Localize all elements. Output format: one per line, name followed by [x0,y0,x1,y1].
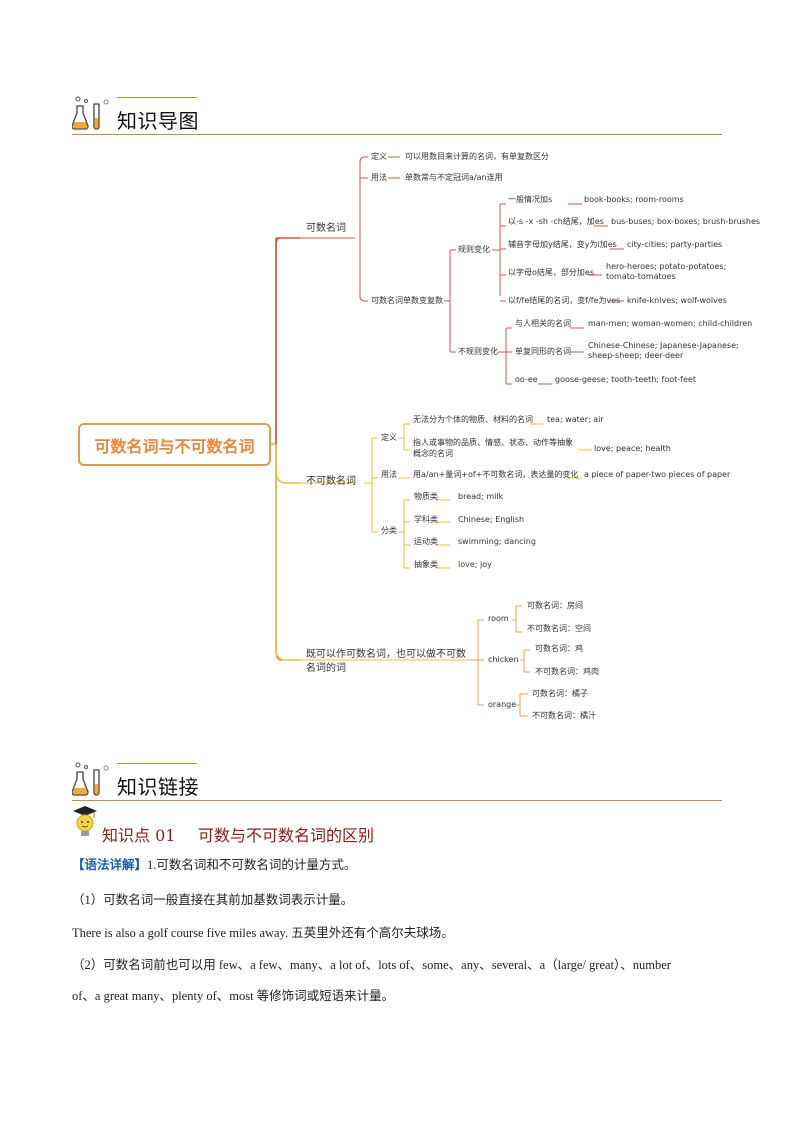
irregular-example: goose-geese; tooth-teeth; foot-feet [555,375,696,384]
countable-change-label: 可数名词单数变复数 [371,296,443,305]
knowledge-point-title: 可数与不可数名词的区别 [198,826,375,845]
uncountable-def-example: tea; water; air [547,415,604,424]
header-accent-line [117,97,197,98]
grammar-tag: 【语法详解】 [72,858,148,872]
uncountable-use-example: a piece of paper-two pieces of paper [584,470,731,479]
countable-use-label: 用法 [371,173,387,182]
class-type: 物质类 [414,492,438,501]
uncountable-use-label: 用法 [381,470,397,479]
paragraph: of、a great many、plenty of、most 等修饰词或短语来计… [72,989,395,1003]
both-word: room [488,614,509,623]
both-word: orange [488,700,517,709]
branch-countable: 可数名词 [306,223,346,234]
regular-example: book-books; room-rooms [584,195,684,204]
countable-def-text: 可以用数目来计算的名词，有单复数区分 [405,152,549,161]
regular-rule: 以字母o结尾，部分加es [508,268,594,277]
countable-use-text: 单数常与不定冠词a/an连用 [405,173,503,182]
section-divider [72,134,722,135]
paragraph: （1）可数名词一般直接在其前加基数词表示计量。 [72,893,354,907]
grammar-point-1: 1.可数名词和不可数名词的计量方式。 [147,858,357,872]
uncountable-def-text: 指人或事物的品质、情感、状态、动作等抽象概念的名词 [413,438,573,458]
example-sentence: There is also a golf course five miles a… [72,926,454,940]
both-countable-meaning: 可数名词：鸡 [535,644,583,653]
class-example: bread; milk [458,492,504,501]
regular-rule: 辅音字母加y结尾，变y为i加es [508,240,617,249]
class-type: 学科类 [414,515,438,524]
class-example: love; joy [458,560,492,569]
irregular-rule: 与人相关的名词 [515,319,571,328]
section-title-links: 知识链接 [117,775,199,799]
class-example: Chinese; English [458,515,525,524]
irregular-example: Chinese-Chinese; Japanese-Japanese; shee… [588,341,739,360]
uncountable-use-text: 用a/an+量词+of+不可数名词，表达量的变化 [413,470,579,479]
regular-rule: 以-s -x -sh -ch结尾，加es [508,217,604,226]
both-countable-meaning: 可数名词：房间 [527,601,583,610]
irregular-example: man-men; woman-women; child-children [588,319,753,328]
both-countable-meaning: 可数名词：橘子 [532,689,588,698]
both-uncountable-meaning: 不可数名词：鸡肉 [535,667,599,676]
regular-example: bus-buses; box-boxes; brush-brushes [611,217,761,226]
section-divider [72,800,722,801]
class-type: 抽象类 [414,560,438,569]
lab-flask-icon [72,96,112,132]
irregular-rule: 单复同形的名词 [515,347,571,356]
class-example: swimming; dancing [458,537,536,546]
uncountable-class-label: 分类 [381,526,397,535]
regular-example: hero-heroes; potato-potatoes; tomato-tom… [606,262,727,281]
regular-example: knife-knives; wolf-wolves [627,296,727,305]
irregular-label: 不规则变化 [458,347,498,356]
section-title-mindmap: 知识导图 [117,109,199,133]
regular-example: city-cities; party-parties [627,240,723,249]
branch-both: 既可以作可数名词，也可以做不可数名词的词 [306,649,466,674]
uncountable-def-example: love; peace; health [594,444,671,453]
branch-uncountable: 不可数名词 [306,476,356,487]
both-uncountable-meaning: 不可数名词：空间 [527,624,591,633]
regular-rule: 一般情况加s [508,195,553,204]
paragraph: （2）可数名词前也可以用 few、a few、many、a lot of、lot… [72,958,671,972]
lab-flask-icon [72,762,112,798]
header-accent-line [117,763,197,764]
uncountable-def-text: 无法分为个体的物质、材料的名词 [413,415,533,424]
knowledge-point-label: 知识点 01 [102,826,176,845]
class-type: 运动类 [414,537,438,546]
countable-def-label: 定义 [371,152,387,161]
irregular-rule: oo-ee [515,375,538,384]
both-word: chicken [488,655,519,664]
grammar-intro: 【语法详解】1.可数名词和不可数名词的计量方式。 [72,856,356,874]
graduate-bulb-icon [70,803,100,839]
uncountable-def-label: 定义 [381,433,397,442]
regular-rule: 以f/fe结尾的名词，变f/fe为ves [508,296,621,305]
mindmap-root: 可数名词与不可数名词 [78,423,271,466]
both-uncountable-meaning: 不可数名词：橘汁 [532,711,596,720]
regular-label: 规则变化 [458,245,490,254]
